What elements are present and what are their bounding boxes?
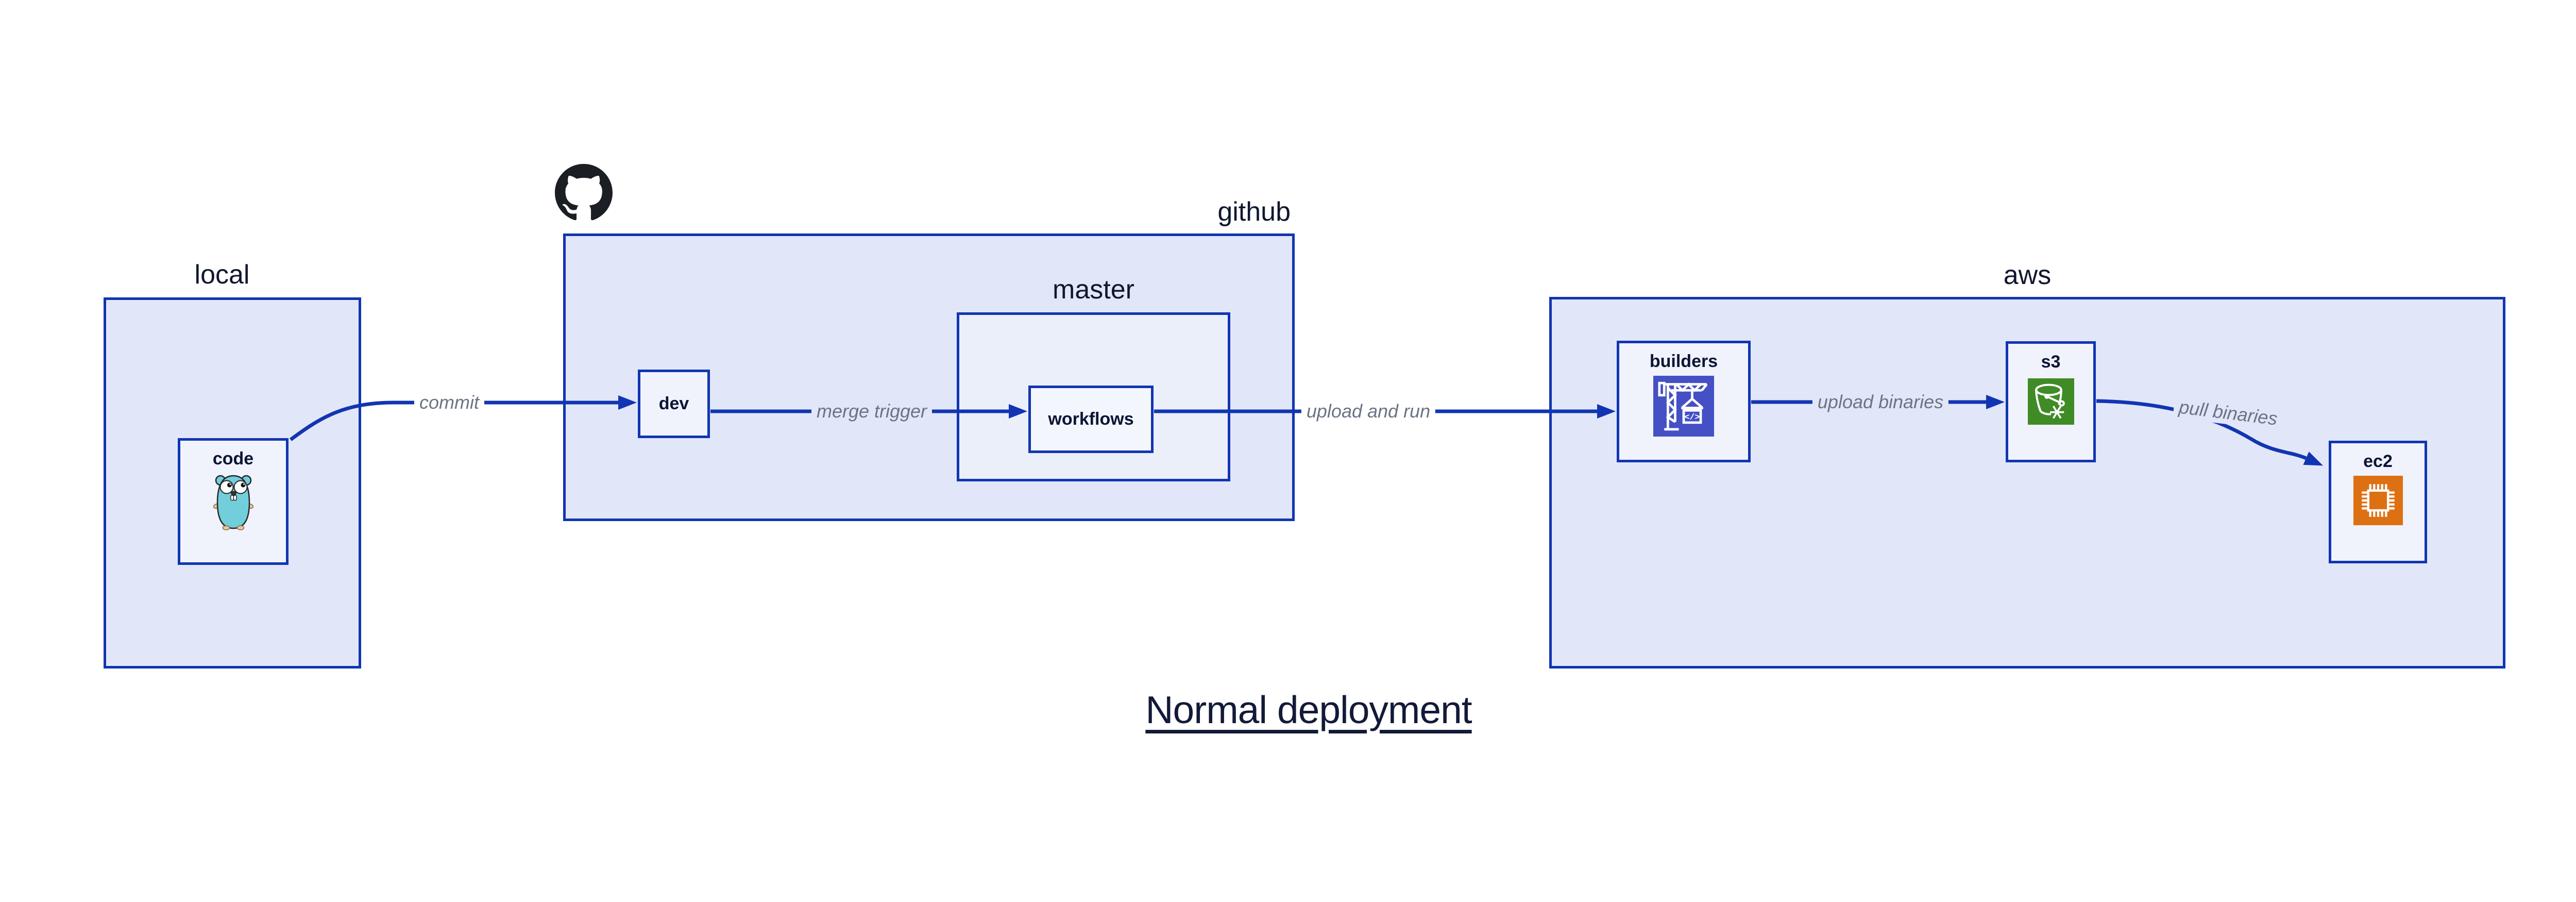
s3-glacier-bucket-icon: [2027, 378, 2074, 425]
node-builders: builders <: [1617, 341, 1751, 462]
edge-upload-binaries-label: upload binaries: [1812, 391, 1949, 413]
node-ec2-label: ec2: [2363, 452, 2393, 471]
node-code-label: code: [212, 449, 254, 469]
master-container-label: master: [1053, 275, 1134, 305]
github-octocat-logo-icon: [555, 164, 613, 222]
edge-upload-and-run-label: upload and run: [1301, 400, 1436, 423]
diagram-title: Normal deployment: [1145, 688, 1472, 731]
node-s3-label: s3: [2041, 352, 2061, 372]
node-ec2: ec2: [2329, 441, 2427, 563]
node-s3: s3: [2006, 341, 2096, 462]
ec2-chip-icon: [2353, 476, 2403, 525]
node-code: code: [178, 438, 289, 565]
node-dev: dev: [638, 370, 710, 438]
node-builders-label: builders: [1649, 352, 1718, 371]
node-workflows: workflows: [1028, 386, 1154, 453]
codebuild-crane-icon: </>: [1653, 376, 1714, 437]
codebuild-icon-code-glyph: </>: [1685, 412, 1700, 422]
node-workflows-label: workflows: [1048, 409, 1134, 429]
aws-container-label: aws: [2003, 260, 2052, 290]
github-container-label: github: [1217, 197, 1291, 227]
node-dev-label: dev: [658, 394, 689, 413]
edge-commit-label: commit: [414, 391, 484, 414]
go-gopher-icon: [213, 473, 254, 531]
local-container-label: local: [194, 260, 250, 290]
edge-merge-trigger-label: merge trigger: [811, 400, 933, 423]
